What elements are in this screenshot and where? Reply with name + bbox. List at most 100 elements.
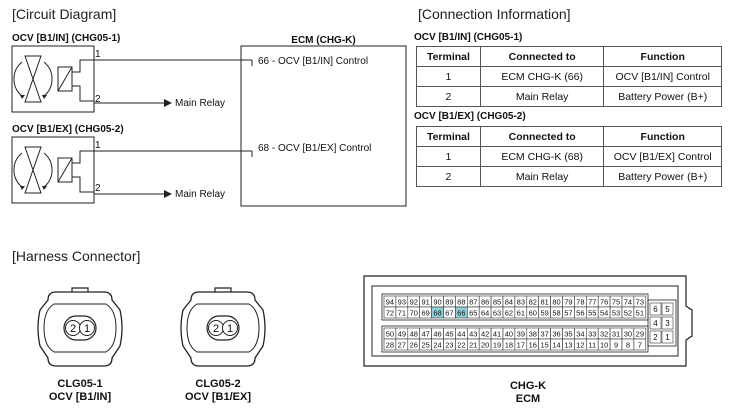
cell-terminal: 1	[416, 66, 481, 87]
header-function: Function	[603, 46, 722, 67]
connector-2-sub: OCV [B1/EX]	[184, 391, 251, 403]
ecm-pin-cell	[633, 306, 647, 319]
ecm-pin-label: 75	[612, 298, 620, 307]
header-function: Function	[603, 126, 722, 147]
ecm-pin-label: 89	[445, 298, 453, 307]
ecm-pin-cell	[633, 338, 647, 351]
ecm-pin-label: 11	[588, 341, 596, 350]
ocv-ex-valve-symbol	[11, 136, 95, 204]
circuit-diagram-drawing	[11, 45, 407, 207]
connection-table-1: Terminal Connected to Function 1 ECM CHG…	[416, 46, 722, 107]
ecm-pin-label: 43	[469, 330, 477, 339]
table1-caption: OCV [B1/IN] (CHG05-1)	[414, 32, 523, 43]
ecm-pin-label: 77	[588, 298, 596, 307]
ecm-pin-label: 80	[552, 298, 560, 307]
connector-2-caption: CLG05-2 OCV [B1/EX]	[163, 378, 273, 404]
ecm-pin-label: 19	[493, 341, 501, 350]
ecm-side-pin-label: 6	[653, 305, 658, 314]
ecm-pin-label: 8	[626, 341, 630, 350]
ecm-pin-label: 71	[398, 309, 406, 318]
ecm-pin-label: 59	[540, 309, 548, 318]
ecm-pin-label: 23	[445, 341, 453, 350]
table-row: 1 ECM CHG-K (68) OCV [B1/EX] Control	[416, 146, 722, 167]
ecm-pin-label: 65	[469, 309, 477, 318]
circuit-diagram-title: [Circuit Diagram]	[12, 6, 117, 22]
ecm-pin-label: 94	[386, 298, 394, 307]
ecm-pin-label: 63	[493, 309, 501, 318]
ecm-pin-label: 81	[540, 298, 548, 307]
cell-terminal: 1	[416, 146, 481, 167]
ecm-pin-label: 73	[636, 298, 644, 307]
ecm-pin-label: 61	[517, 309, 525, 318]
ecm-pin-label: 72	[386, 309, 394, 318]
ecm-pin-label: 49	[398, 330, 406, 339]
ecm-pin-label: 24	[433, 341, 441, 350]
ecm-pin-label: 57	[564, 309, 572, 318]
ecm-pin-label: 17	[517, 341, 525, 350]
header-connected-to: Connected to	[479, 46, 605, 67]
ecm-pin-label: 64	[481, 309, 489, 318]
ecm-pin-label: 25	[421, 341, 429, 350]
ecm-box	[240, 45, 407, 207]
cell-function: OCV [B1/EX] Control	[603, 146, 722, 167]
connector-1-caption: CLG05-1 OCV [B1/IN]	[30, 378, 130, 404]
connector-clg05-1: 2 1	[37, 287, 123, 367]
ecm-pin-label: 87	[469, 298, 477, 307]
connector-1-sub: OCV [B1/IN]	[48, 391, 112, 403]
ecm-pin-label: 84	[505, 298, 513, 307]
connector-pin-label: 2	[213, 323, 219, 335]
ecm-pin-label: 48	[410, 330, 418, 339]
ecm-pin-label: 78	[576, 298, 584, 307]
ecm-pin-label: 44	[457, 330, 465, 339]
ecm-pin-label: 56	[576, 309, 584, 318]
ecm-pin-label: 86	[481, 298, 489, 307]
ocv-in-pin1: 1	[95, 49, 101, 60]
cell-connected-to: Main Relay	[479, 166, 605, 187]
ecm-pin-label: 12	[576, 341, 584, 350]
table-row: 2 Main Relay Battery Power (B+)	[416, 86, 722, 107]
ecm-pin-label: 16	[529, 341, 537, 350]
ecm-pin-label: 40	[505, 330, 513, 339]
ecm-pin-label: 66	[457, 309, 465, 318]
ecm-pin-label: 88	[457, 298, 465, 307]
ecm-pin-label: 62	[505, 309, 513, 318]
ecm-pin-label: 26	[410, 341, 418, 350]
header-terminal: Terminal	[416, 126, 481, 147]
ecm-pin-label: 53	[612, 309, 620, 318]
ecm-pin-label: 33	[588, 330, 596, 339]
arrow-main-relay-2	[164, 190, 172, 198]
ecm-side-pin-label: 3	[665, 319, 670, 328]
ecm-pin-label: 69	[421, 309, 429, 318]
ecm-pin-label: 67	[445, 309, 453, 318]
ecm-pin-label: 46	[433, 330, 441, 339]
ecm-pin-label: 91	[421, 298, 429, 307]
ecm-pin-label: 35	[564, 330, 572, 339]
ecm-pin-label: 93	[398, 298, 406, 307]
ecm-pin-label: 79	[564, 298, 572, 307]
ecm-pin-label: 52	[624, 309, 632, 318]
cell-connected-to: ECM CHG-K (66)	[479, 66, 605, 87]
ecm-pin-label: 30	[624, 330, 632, 339]
ecm-pin-66-label: 66 - OCV [B1/IN] Control	[258, 56, 369, 67]
ecm-pin-label: 76	[600, 298, 608, 307]
ecm-pin-label: 18	[505, 341, 513, 350]
ecm-connector-name: CHG-K	[509, 380, 547, 392]
ecm-pin-label: 74	[624, 298, 632, 307]
ocv-in-label: OCV [B1/IN] (CHG05-1)	[12, 33, 121, 44]
ocv-in-valve-symbol	[11, 45, 95, 113]
ecm-caption: CHG-K ECM	[478, 380, 578, 406]
cell-function: Battery Power (B+)	[603, 86, 722, 107]
ecm-pin-label: 90	[433, 298, 441, 307]
table-row: 2 Main Relay Battery Power (B+)	[416, 166, 722, 187]
ecm-pin-label: 70	[410, 309, 418, 318]
ecm-side-pin-label: 1	[665, 333, 670, 342]
connector-pin-label: 2	[70, 323, 76, 335]
ecm-pin-label: 55	[588, 309, 596, 318]
ecm-pin-label: 41	[493, 330, 501, 339]
ecm-pin-label: 68	[433, 309, 441, 318]
ecm-pin-label: 38	[529, 330, 537, 339]
ecm-pin-label: 7	[638, 341, 642, 350]
connector-pin-label: 1	[84, 323, 90, 335]
ecm-side-pin-cell	[661, 316, 674, 330]
connector-pin-label: 1	[227, 323, 233, 335]
